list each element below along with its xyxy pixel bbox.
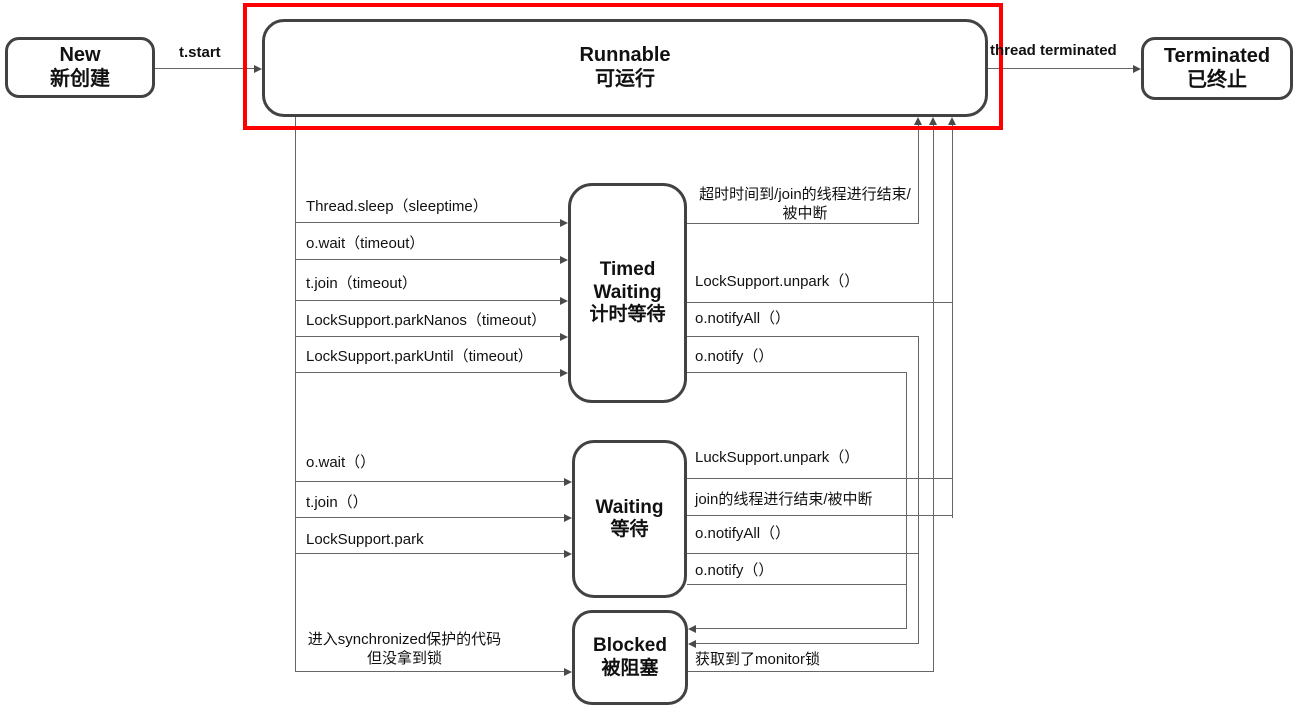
state-waiting-en: Waiting [595, 496, 664, 518]
arrow-park-icon [564, 550, 572, 558]
state-terminated-zh: 已终止 [1187, 68, 1247, 91]
label-lockpark: LockSupport.park [306, 531, 424, 548]
label-tjoin-timeout: t.join（timeout） [306, 275, 417, 292]
label-w-notifyall: o.notifyAll（） [695, 525, 791, 542]
label-got-monitor-lock: 获取到了monitor锁 [695, 651, 821, 668]
state-new-zh: 新创建 [50, 67, 110, 90]
label-timeout-line1: 超时时间到/join的线程进行结束/ [699, 186, 911, 203]
edge-join-timeout-line [295, 300, 561, 301]
edge-monitor-line [688, 671, 934, 672]
state-waiting-zh: 等待 [610, 519, 649, 540]
edge-w-notify-line [687, 584, 906, 585]
edge-tw-notify-line [687, 372, 906, 373]
arrow-parknanos-icon [560, 333, 568, 341]
edge-parknanos-line [295, 336, 561, 337]
state-terminated-en: Terminated [1163, 44, 1271, 67]
label-tjoin: t.join（） [306, 494, 368, 511]
label-synchronized-line1: 进入synchronized保护的代码 [307, 631, 502, 648]
state-new-en: New [59, 43, 101, 66]
edge-wait-timeout-line [295, 259, 561, 260]
label-timeout-interrupted: 超时时间到/join的线程进行结束/ 被中断 [690, 185, 920, 223]
edge-notify-into-blocked-line [696, 628, 907, 629]
state-runnable-zh: 可运行 [595, 68, 655, 90]
label-timeout-line2: 被中断 [782, 205, 828, 222]
edge-tw-timeout-up-line [918, 121, 919, 224]
edge-w-joinend-line [687, 515, 952, 516]
state-runnable-en: Runnable [579, 44, 671, 67]
arrow-into-runnable-icon [254, 65, 262, 73]
label-w-joinend: join的线程进行结束/被中断 [695, 491, 873, 508]
edge-synchronized-line [295, 671, 565, 672]
edge-notify-down-line [906, 372, 907, 629]
state-timed-waiting-en: Timed Waiting [593, 259, 662, 303]
arrow-notify-into-blocked-icon [688, 625, 696, 633]
state-timed-waiting-zh: 计时等待 [589, 304, 666, 326]
label-enter-synchronized: 进入synchronized保护的代码 但没拿到锁 [302, 630, 507, 668]
arrow-into-terminated-icon [1133, 65, 1141, 73]
arrow-join-timeout-icon [560, 297, 568, 305]
state-blocked-zh: 被阻塞 [601, 657, 659, 679]
edge-thread-terminated-line [988, 68, 1134, 69]
arrow-timeout-into-runnable-icon [914, 117, 922, 125]
state-box-terminated: Terminated 已终止 [1141, 37, 1293, 100]
label-owait-timeout: o.wait（timeout） [306, 235, 425, 252]
label-thread-terminated: thread terminated [990, 42, 1117, 59]
arrow-monitor-into-runnable-icon [929, 117, 937, 125]
label-thread-sleep: Thread.sleep（sleeptime） [306, 198, 488, 215]
edge-w-notifyall-line [687, 553, 919, 554]
state-box-timed-waiting: Timed Waiting 计时等待 [568, 183, 687, 403]
arrow-wait-timeout-icon [560, 256, 568, 264]
label-w-notify: o.notify（） [695, 562, 774, 579]
edge-wait-line [295, 481, 565, 482]
label-w-unpark: LuckSupport.unpark（） [695, 449, 860, 466]
edge-join-line [295, 517, 565, 518]
state-blocked-en: Blocked [593, 635, 667, 657]
label-parkuntil: LockSupport.parkUntil（timeout） [306, 348, 533, 365]
edge-w-unpark-line [687, 478, 952, 479]
arrow-sleep-icon [560, 219, 568, 227]
state-box-runnable: Runnable 可运行 [262, 19, 988, 117]
edge-sleep-line [295, 222, 561, 223]
edge-notifyall-down-line [918, 336, 919, 644]
label-tw-notifyall: o.notifyAll（） [695, 310, 791, 327]
label-owait: o.wait（） [306, 454, 376, 471]
edge-tstart-line [155, 68, 255, 69]
state-box-new: New 新创建 [5, 37, 155, 98]
arrow-notifyall-into-blocked-icon [688, 640, 696, 648]
arrow-unpark-into-runnable-icon [948, 117, 956, 125]
edge-tw-unpark-line [687, 302, 952, 303]
state-box-waiting: Waiting 等待 [572, 440, 687, 598]
arrow-into-blocked-left-icon [564, 668, 572, 676]
arrow-parkuntil-icon [560, 369, 568, 377]
label-t-start: t.start [179, 44, 221, 61]
runnable-highlight-frame [243, 3, 1003, 130]
edge-park-line [295, 553, 565, 554]
edge-tw-notifyall-line [687, 336, 919, 337]
edge-unpark-up-line [952, 121, 953, 518]
label-tw-unpark: LockSupport.unpark（） [695, 273, 860, 290]
edge-parkuntil-line [295, 372, 561, 373]
label-parknanos: LockSupport.parkNanos（timeout） [306, 312, 547, 329]
edge-monitor-up-line [933, 121, 934, 672]
label-tw-notify: o.notify（） [695, 348, 774, 365]
state-box-blocked: Blocked 被阻塞 [572, 610, 688, 705]
arrow-join-icon [564, 514, 572, 522]
label-synchronized-line2: 但没拿到锁 [366, 650, 442, 667]
edge-notifyall-into-blocked-line [696, 643, 919, 644]
arrow-wait-icon [564, 478, 572, 486]
edge-left-trunk-line [295, 117, 296, 672]
edge-tw-timeout-line [687, 223, 918, 224]
